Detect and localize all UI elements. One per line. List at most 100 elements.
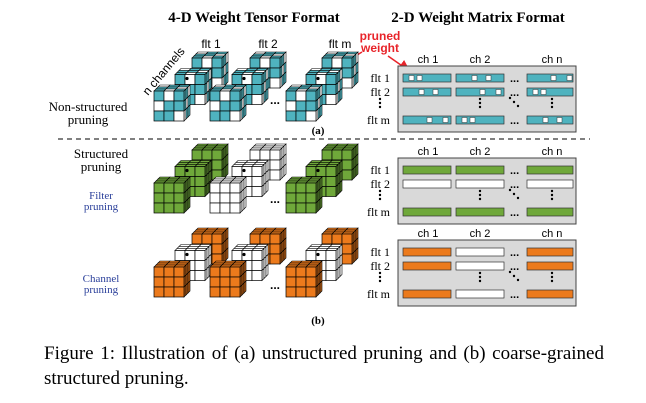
unstructured-row-3-ch-3-bar xyxy=(526,115,574,125)
unstructured-row-1-ch-3-bar xyxy=(526,73,574,83)
unstructured-vdots-3-1 xyxy=(550,97,554,101)
filter-pruning-label-2: pruning xyxy=(84,201,119,213)
unstructured-row-3-label: flt m xyxy=(367,113,391,127)
tensor-format-title: 4-D Weight Tensor Format xyxy=(168,10,340,26)
filter-row-3-label: flt m xyxy=(367,205,391,219)
channel-diagdots-3 xyxy=(516,278,520,282)
filter-pruning-filter-1-dot xyxy=(185,168,189,173)
filter-vdots-3-2 xyxy=(550,193,554,197)
filter-ch1-header: ch 1 xyxy=(418,146,439,158)
channel-pruning-label-1: Channel xyxy=(83,273,120,285)
channel-vdots-1-1 xyxy=(378,271,382,275)
channel-row-2-ellipsis: ... xyxy=(510,261,519,273)
weight-tensor-cubes xyxy=(153,51,359,298)
channel-row-3-ellipsis: ... xyxy=(510,289,519,301)
filter-diagdots-2 xyxy=(512,192,516,196)
filter-pruning-filter-2-front-cube xyxy=(209,176,247,214)
filter-vdots-1-2 xyxy=(378,193,382,197)
channel-row-1-ch-3-bar xyxy=(526,247,574,257)
channel-pruning-filter-1-front-cube xyxy=(153,260,191,298)
filter-row-3-ch-3-bar xyxy=(526,207,574,217)
channel-diagdots-2 xyxy=(512,274,516,278)
filter-vdots-3-3 xyxy=(550,197,554,201)
unstructured-vdots-1-1 xyxy=(378,97,382,101)
unstructured-filter-2-front-cube xyxy=(209,84,247,122)
unstructured-vdots-2-2 xyxy=(478,101,482,105)
unstructured-filter-1-front-cube xyxy=(153,84,191,122)
channel-diagdots-1 xyxy=(508,270,512,274)
filter-vdots-2-2 xyxy=(478,193,482,197)
filter-pruning-filter-3-dot xyxy=(316,168,320,173)
filter-pruning-filter-3-front-cube xyxy=(285,176,323,214)
unstructured-row-1-ellipsis: ... xyxy=(510,73,519,85)
structured-label-2: pruning xyxy=(81,159,122,174)
channel-row-2-ch-1-bar xyxy=(402,261,452,271)
filter-pruning-filter-1-front-cube xyxy=(153,176,191,214)
channel-row-2-ch-2-bar xyxy=(455,261,505,271)
filter-row-3-ch-1-bar xyxy=(402,207,452,217)
unstructured-filter-1-dot xyxy=(185,76,189,81)
unstructured-row-1-ch-3-hole-1 xyxy=(550,75,557,81)
unstructured-diagdots-3 xyxy=(516,104,520,108)
unstructured-diagdots-2 xyxy=(512,100,516,104)
unstructured-chn-header: ch n xyxy=(542,54,563,66)
unstructured-row-3-ch-3-hole-2 xyxy=(556,117,563,123)
unstructured-row-2-ch-3-bar xyxy=(526,87,574,97)
filter-row-3-ch-2-bar xyxy=(455,207,505,217)
unstructured-row-3-ellipsis: ... xyxy=(510,115,519,127)
channel-row-1-ellipsis: ... xyxy=(510,247,519,259)
nonstructured-label-1: Non-structured xyxy=(49,99,128,114)
unstructured-row-3-ch-1-hole-2 xyxy=(442,117,449,123)
unstructured-row-3-ch-3-hole-1 xyxy=(542,117,549,123)
unstructured-vdots-2-3 xyxy=(478,105,482,109)
unstructured-row-3-ch-2-hole-2 xyxy=(469,117,476,123)
unstructured-ch2-header: ch 2 xyxy=(470,54,491,66)
filter-row-1-ch-2-bar xyxy=(455,165,505,175)
part-b-label: (b) xyxy=(311,315,325,327)
unstructured-filter-3-dot xyxy=(316,76,320,81)
tensor-row-channel-ellipsis: ... xyxy=(270,278,280,292)
channel-vdots-2-3 xyxy=(478,279,482,283)
channel-vdots-2-2 xyxy=(478,275,482,279)
pruned-weight-label-2: weight xyxy=(360,41,399,55)
unstructured-diagdots-1 xyxy=(508,96,512,100)
channel-pruning-filter-3-front-cube xyxy=(285,260,323,298)
filter-row-2-ch-1-bar xyxy=(402,179,452,189)
channel-row-1-label: flt 1 xyxy=(370,245,390,259)
tensor-flt-m-label: flt m xyxy=(329,37,352,51)
filter-pruning-label-1: Filter xyxy=(89,190,113,202)
unstructured-filter-3-front-cube xyxy=(285,84,323,122)
pruned-weight-label-1: pruned xyxy=(360,29,401,43)
part-a-label: (a) xyxy=(312,125,325,137)
unstructured-row-1-ch-2-hole-2 xyxy=(485,75,492,81)
unstructured-row-2-ellipsis: ... xyxy=(510,87,519,99)
filter-chn-header: ch n xyxy=(542,146,563,158)
channel-row-3-label: flt m xyxy=(367,287,391,301)
filter-row-2-ch-2-bar xyxy=(455,179,505,189)
filter-row-1-ch-3-bar xyxy=(526,165,574,175)
unstructured-vdots-3-2 xyxy=(550,101,554,105)
unstructured-row-1-ch-3-hole-2 xyxy=(566,75,573,81)
unstructured-row-1-ch-1-hole-2 xyxy=(416,75,423,81)
unstructured-row-2-ch-2-hole-1 xyxy=(479,89,486,95)
channel-row-2-ch-3-bar xyxy=(526,261,574,271)
filter-ch2-header: ch 2 xyxy=(470,146,491,158)
filter-vdots-3-1 xyxy=(550,189,554,193)
unstructured-row-1-ch-2-hole-1 xyxy=(471,75,478,81)
channel-row-3-ch-1-bar xyxy=(402,289,452,299)
unstructured-row-3-ch-1-hole-1 xyxy=(426,117,433,123)
tensor-flt-1-label: flt 1 xyxy=(201,37,221,51)
channel-row-3-ch-2-bar xyxy=(455,289,505,299)
unstructured-row-1-label: flt 1 xyxy=(370,71,390,85)
filter-pruning-filter-2-dot xyxy=(242,168,246,173)
channel-row-3-ch-3-bar xyxy=(526,289,574,299)
channel-pruning-filter-2-dot xyxy=(242,252,246,257)
figure: 4-D Weight Tensor Format 2-D Weight Matr… xyxy=(49,10,590,327)
channel-vdots-1-2 xyxy=(378,275,382,279)
unstructured-filter-2-back-cube xyxy=(249,51,287,89)
unstructured-row-2-ch-2-hole-2 xyxy=(495,89,502,95)
unstructured-vdots-2-1 xyxy=(478,97,482,101)
filter-diagdots-3 xyxy=(516,196,520,200)
structured-label-1: Structured xyxy=(74,146,129,161)
